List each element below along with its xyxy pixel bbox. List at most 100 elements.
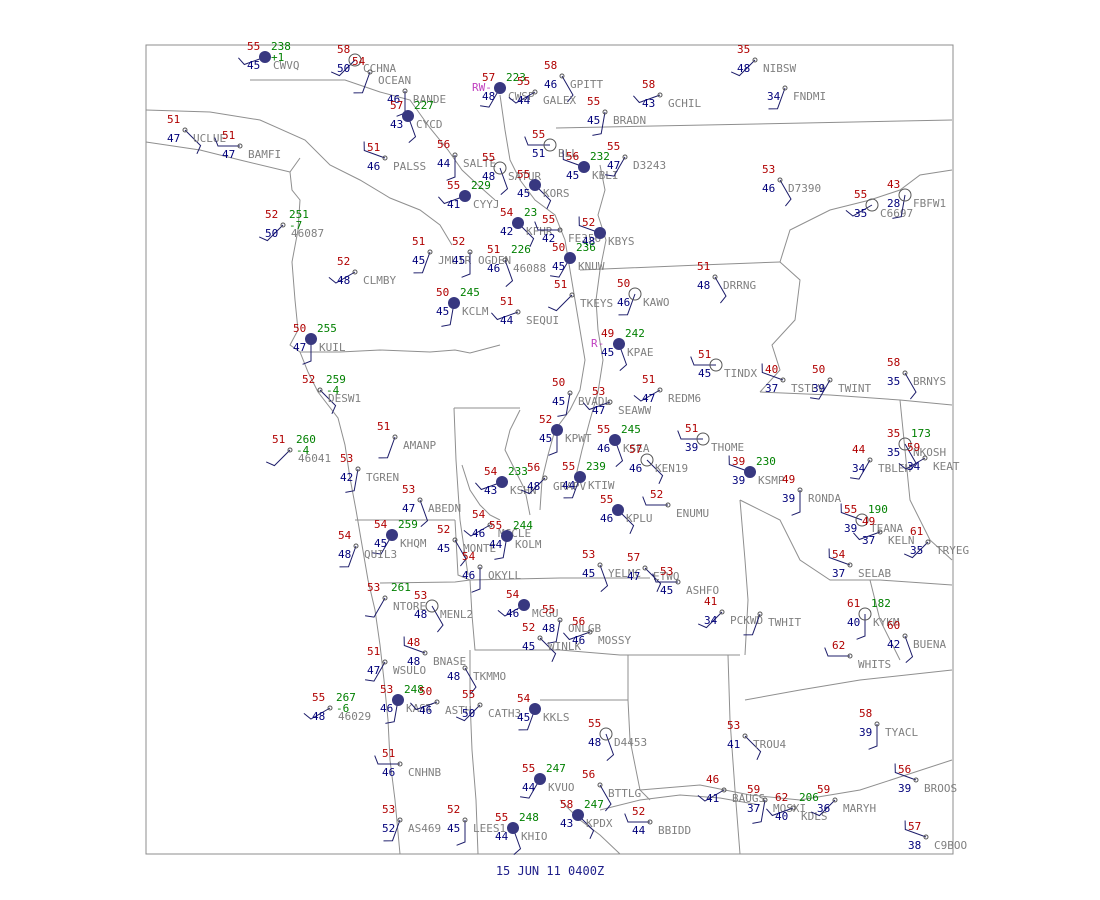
- station-model[interactable]: TWHIT: [743, 611, 802, 636]
